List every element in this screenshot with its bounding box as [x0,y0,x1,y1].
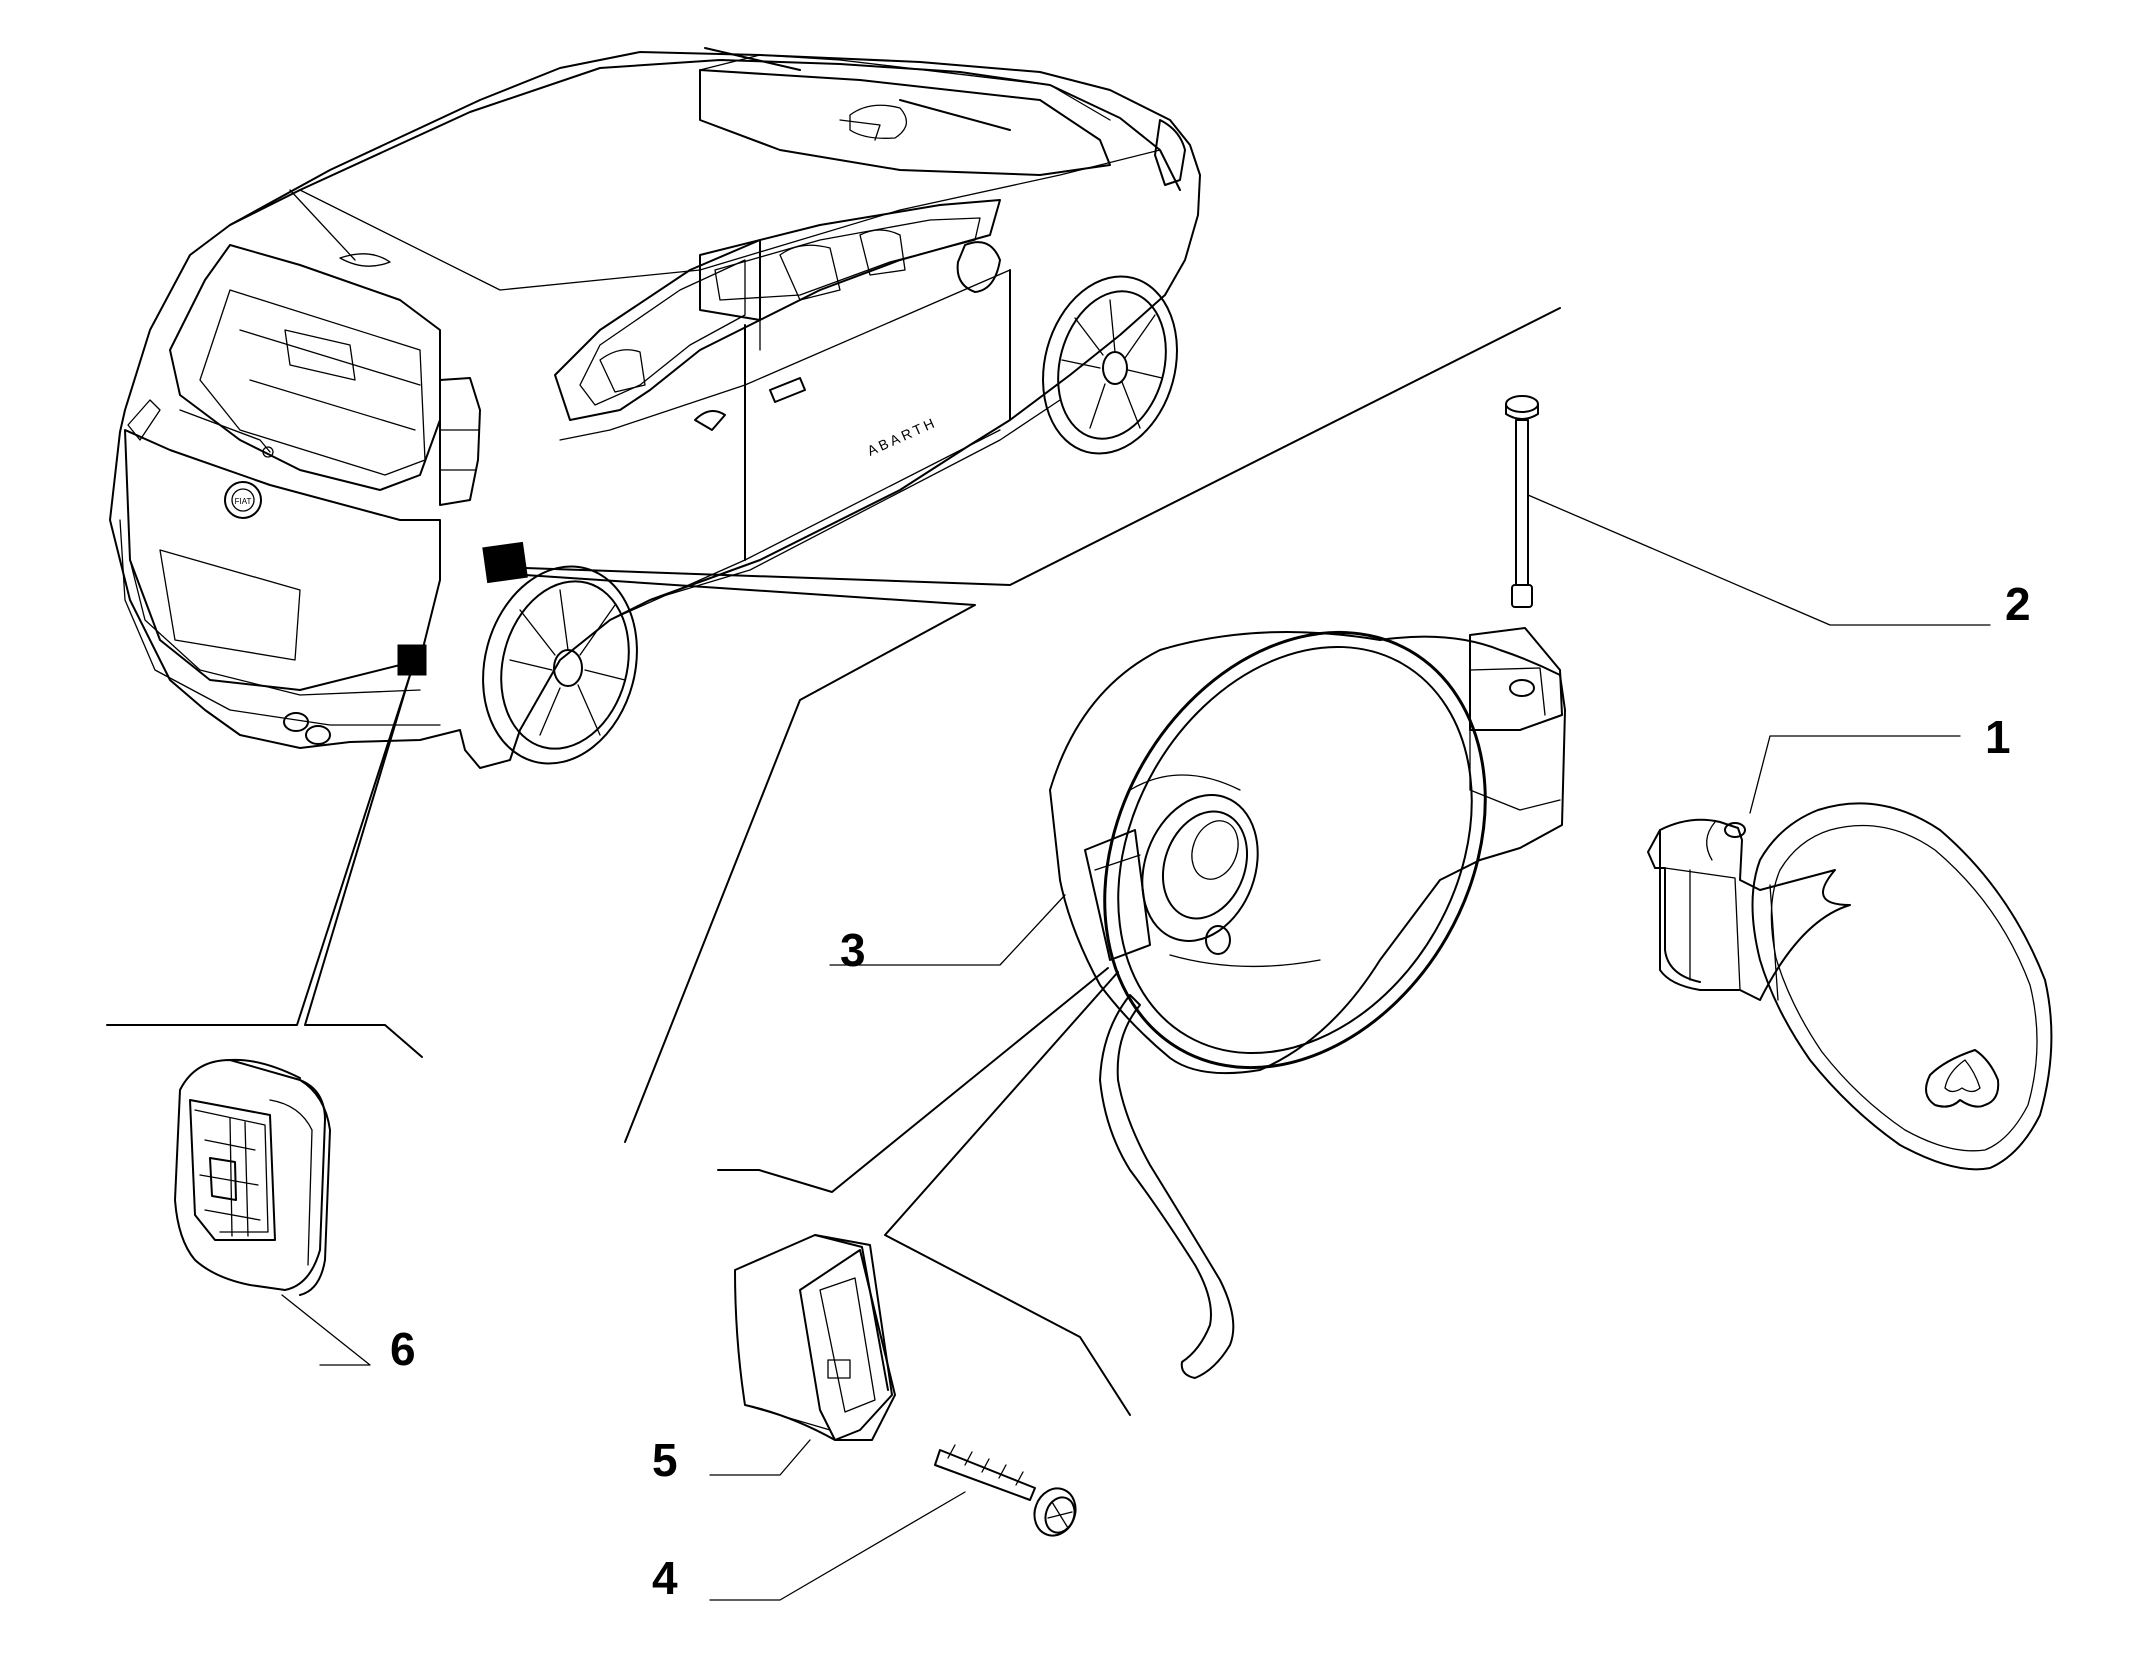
bumper-location-marker [397,644,427,676]
part-5-drain-seal [734,1234,896,1441]
part-4-screw [934,1444,1077,1537]
fuel-flap-location-marker [482,541,528,584]
callout-labels: 1 2 3 4 5 6 [390,578,2031,1604]
part-1-fuel-flap [1647,802,2053,1171]
callout-2: 2 [2005,578,2031,630]
part-6-vent-grille [174,1058,331,1296]
rear-wheel [482,565,638,765]
side-script: ABARTH [865,414,940,459]
callout-leaders [281,494,1991,1601]
callout-6: 6 [390,1323,416,1375]
part-3-detail-leader-lines [717,967,1131,1416]
front-wheel [1042,275,1178,455]
badge-text: FIAT [235,497,252,506]
part-2-release-rod [1505,395,1539,608]
callout-3: 3 [840,924,866,976]
callout-4: 4 [652,1552,678,1604]
callout-1: 1 [1985,711,2011,763]
callout-5: 5 [652,1434,678,1486]
car-leader-lines [106,307,1561,1143]
part-3-filler-housing [1049,627,1566,1379]
car-illustration: FIAT ABARTH [109,47,1201,769]
